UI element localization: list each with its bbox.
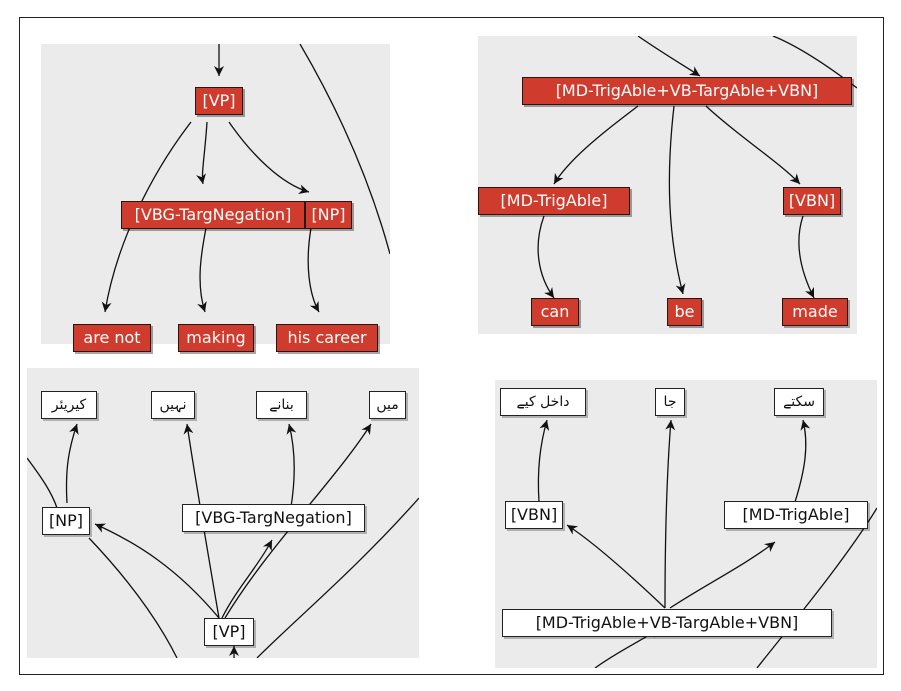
edge-np-offscreen	[88, 537, 178, 658]
node-his-career[interactable]: his career	[276, 324, 378, 352]
edge-root-md	[553, 105, 639, 185]
node-urdu-career[interactable]: کیریئر	[41, 391, 97, 419]
node-vbg-targnegation[interactable]: [VBG-TargNegation]	[121, 201, 305, 229]
node-md-trigable[interactable]: [MD-TrigAble]	[478, 187, 630, 215]
edge-root-vbn	[566, 524, 666, 609]
node-vp[interactable]: [VP]	[195, 87, 243, 115]
edge-offscreen-4	[256, 497, 419, 658]
edge-md-can	[537, 215, 555, 299]
edge-vbn-w1	[537, 419, 550, 503]
node-md-trigable-vb-targable-vbn[interactable]: [MD-TrigAble+VB-TargAble+VBN]	[502, 609, 832, 637]
edge-vp-np	[94, 523, 220, 619]
node-urdu-banane[interactable]: بنانے	[256, 391, 307, 419]
node-urdu-ja[interactable]: جا	[655, 388, 685, 416]
edge-offscreen-5	[756, 507, 877, 668]
panel-urdu-tree-2: داخل کیے جا سکتے [VBN] [MD-TrigAble] [MD…	[495, 380, 877, 668]
node-vbn[interactable]: [VBN]	[505, 501, 563, 529]
edge-offscreen-3	[27, 457, 58, 509]
edge-np-career	[307, 227, 320, 313]
edge-vp-vbg	[221, 539, 273, 619]
figure-frame: [VP] [VBG-TargNegation] [NP] are not mak…	[19, 17, 884, 675]
edges-english-tree-1	[101, 44, 390, 313]
edge-vbg-making	[197, 227, 207, 313]
node-np[interactable]: [NP]	[42, 507, 90, 535]
node-making[interactable]: making	[178, 324, 254, 352]
edge-root-vbn	[705, 105, 801, 185]
node-urdu-mein[interactable]: میں	[369, 391, 406, 419]
edge-np-w1	[65, 423, 79, 504]
node-can[interactable]: can	[531, 298, 579, 326]
node-be[interactable]: be	[667, 298, 702, 326]
node-urdu-sakte[interactable]: سکتے	[774, 388, 824, 416]
node-made[interactable]: made	[782, 298, 848, 326]
edge-root-md	[669, 541, 776, 609]
edge-vp-vbg	[196, 121, 208, 185]
node-urdu-dakhil-kiye[interactable]: داخل کیے	[500, 388, 586, 416]
edge-in-root	[637, 36, 701, 77]
edge-root-be	[668, 105, 686, 295]
panel-english-tree-1: [VP] [VBG-TargNegation] [NP] are not mak…	[41, 44, 390, 352]
node-urdu-nahin[interactable]: نہیں	[151, 391, 195, 419]
node-np[interactable]: [NP]	[305, 201, 352, 229]
edge-vp-np	[228, 121, 310, 195]
edge-vbn-made	[798, 215, 815, 299]
node-vbn[interactable]: [VBN]	[783, 187, 841, 215]
edge-root-w2	[664, 419, 676, 609]
panel-english-tree-2: [MD-TrigAble+VB-TargAble+VBN] [MD-TrigAb…	[478, 36, 857, 334]
node-md-trigable-vb-targable-vbn[interactable]: [MD-TrigAble+VB-TargAble+VBN]	[522, 77, 852, 105]
node-vbg-targnegation[interactable]: [VBG-TargNegation]	[182, 504, 365, 532]
node-md-trigable[interactable]: [MD-TrigAble]	[724, 501, 868, 529]
node-are-not[interactable]: are not	[73, 324, 151, 352]
panel-urdu-tree-1: کیریئر نہیں بنانے میں [NP] [VBG-TargNega…	[27, 368, 419, 658]
edges-english-tree-2	[537, 36, 857, 299]
edge-offscreen-1	[299, 44, 390, 255]
node-vp[interactable]: [VP]	[204, 618, 254, 646]
edge-md-w3	[794, 419, 811, 503]
